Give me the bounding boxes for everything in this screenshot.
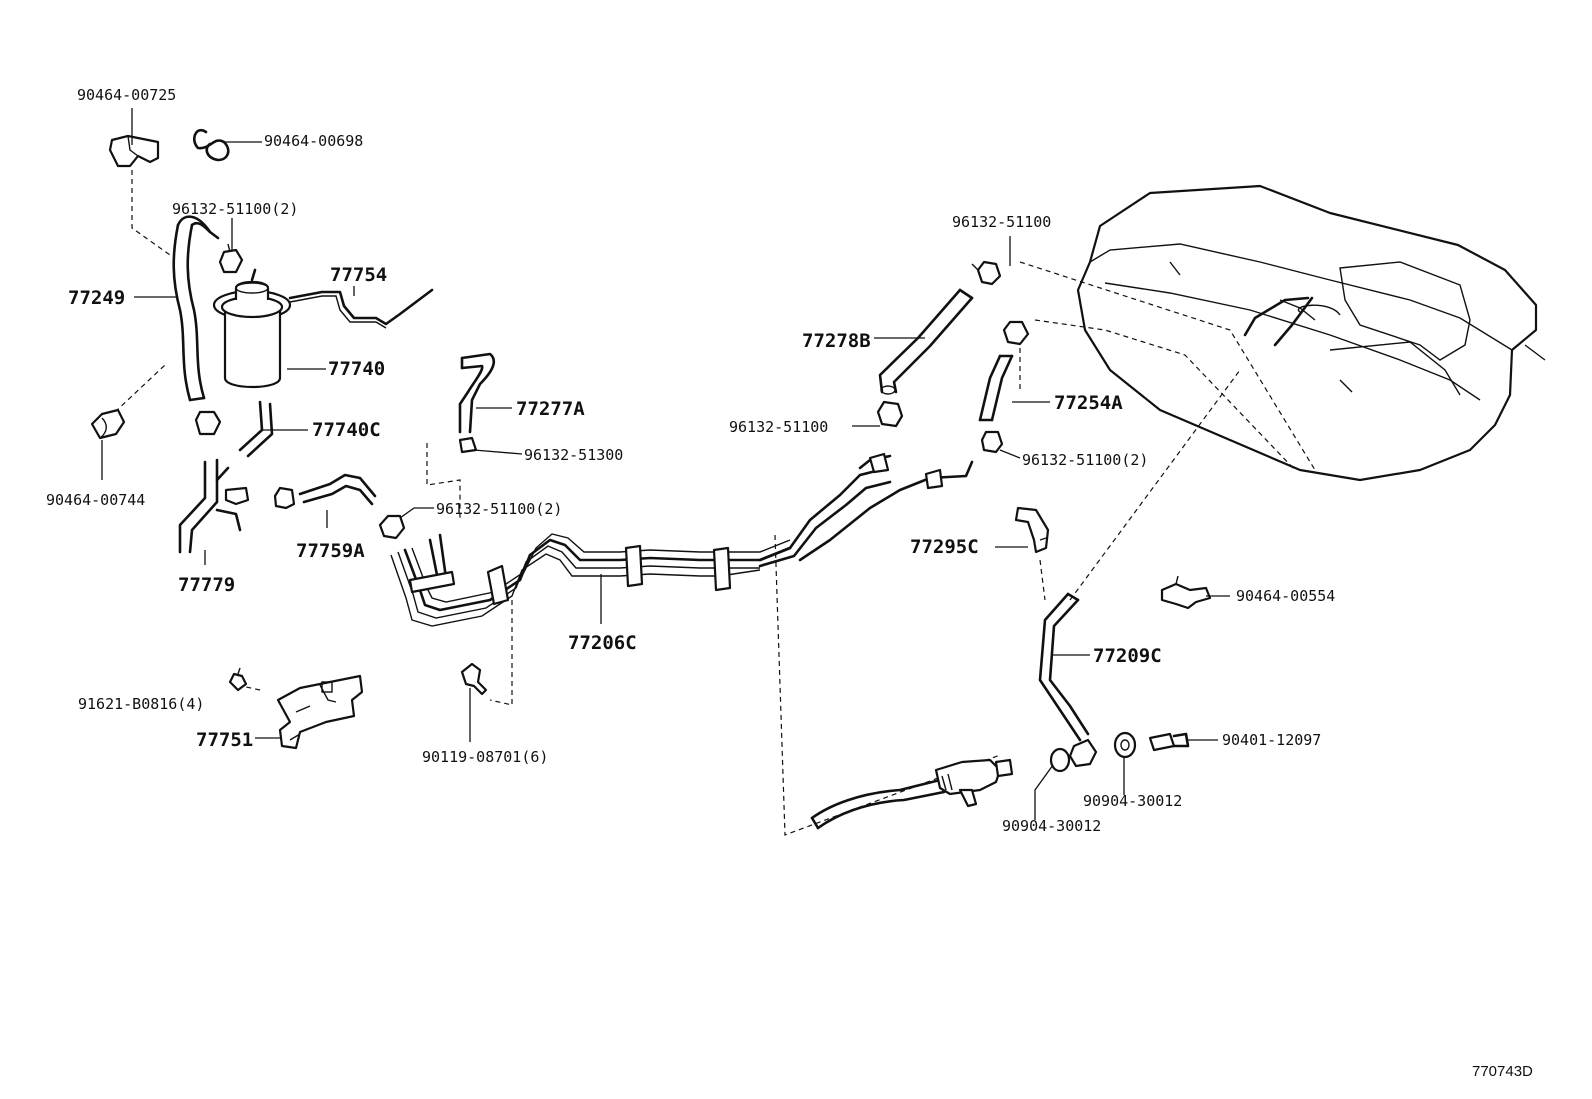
bracket-77295C: [1014, 506, 1050, 554]
label-77209C: 77209C: [1093, 645, 1162, 667]
filler-pipe-assembly: [810, 758, 1014, 830]
bolt-90119-08701: [460, 662, 488, 696]
label-90464-00698: 90464-00698: [264, 132, 363, 150]
label-77751: 77751: [196, 729, 253, 751]
clamp-upper-77254A: [1002, 320, 1030, 346]
clamp-96132-51300: [458, 436, 478, 454]
label-90464-00725: 90464-00725: [77, 86, 176, 104]
label-96132-51100-2-top: 96132-51100(2): [172, 200, 298, 218]
bolt-91621-B0816: [228, 667, 248, 692]
label-77759A: 77759A: [296, 540, 365, 562]
bracket-77751: [276, 674, 364, 750]
clip-90464-00725: [108, 134, 160, 168]
label-77295C: 77295C: [910, 536, 979, 558]
label-90464-00554: 90464-00554: [1236, 587, 1335, 605]
clip-90464-00698: [193, 129, 230, 162]
label-77754: 77754: [330, 264, 387, 286]
label-77206C: 77206C: [568, 632, 637, 654]
clip-90464-00554: [1160, 575, 1212, 610]
catalog-code: 770743D: [1472, 1063, 1533, 1080]
hose-77254A: [978, 354, 1014, 422]
clamp-96132-51100-top-right: [971, 260, 1002, 286]
hose-77277A: [458, 352, 496, 434]
pipe-77209C: [1038, 592, 1090, 742]
clamp-90464-00744: [90, 408, 126, 440]
label-96132-51100-right-mid: 96132-51100: [729, 418, 828, 436]
label-90464-00744: 90464-00744: [46, 491, 145, 509]
filter-77740: [212, 268, 292, 388]
label-90119-08701-6: 90119-08701(6): [422, 748, 548, 766]
label-77740: 77740: [328, 358, 385, 380]
pipe-77754: [288, 288, 434, 329]
clamp-96132-51100-upper: [218, 243, 244, 274]
clamp-96132-51100-right: [980, 430, 1004, 454]
fitting-90904-30012-a: [1049, 738, 1098, 773]
label-77254A: 77254A: [1054, 392, 1123, 414]
washer-90904-30012-b: [1113, 731, 1137, 759]
clamp-96132-51100-right-mid: [876, 400, 904, 428]
label-96132-51100-top-right: 96132-51100: [952, 213, 1051, 231]
tube-bundle-77206C: [390, 452, 974, 627]
leader-lines: [101, 108, 1230, 820]
label-90401-12097: 90401-12097: [1222, 731, 1321, 749]
label-77277A: 77277A: [516, 398, 585, 420]
clamp-near-77779: [194, 410, 222, 436]
hose-77278B: [878, 288, 974, 395]
hose-77779: [178, 458, 250, 554]
part-labels: 90464-00725 90464-00698 96132-51100(2) 7…: [46, 86, 1533, 1080]
hose-77249: [172, 215, 220, 402]
hose-77740C: [238, 400, 274, 458]
label-77278B: 77278B: [802, 330, 871, 352]
sensor-90401-12097: [1148, 732, 1190, 752]
label-77740C: 77740C: [312, 419, 381, 441]
label-91621-B0816-4: 91621-B0816(4): [78, 695, 204, 713]
label-96132-51300: 96132-51300: [524, 446, 623, 464]
clamp-96132-51100-mid: [378, 514, 406, 540]
label-90904-30012-a: 90904-30012: [1083, 792, 1182, 810]
label-96132-51100-2-right: 96132-51100(2): [1022, 451, 1148, 469]
label-90904-30012-b: 90904-30012: [1002, 817, 1101, 835]
hose-77759A: [273, 473, 377, 510]
label-77779: 77779: [178, 574, 235, 596]
label-96132-51100-2-mid: 96132-51100(2): [436, 500, 562, 518]
fuel-tank: [1076, 184, 1546, 482]
label-77249: 77249: [68, 287, 125, 309]
